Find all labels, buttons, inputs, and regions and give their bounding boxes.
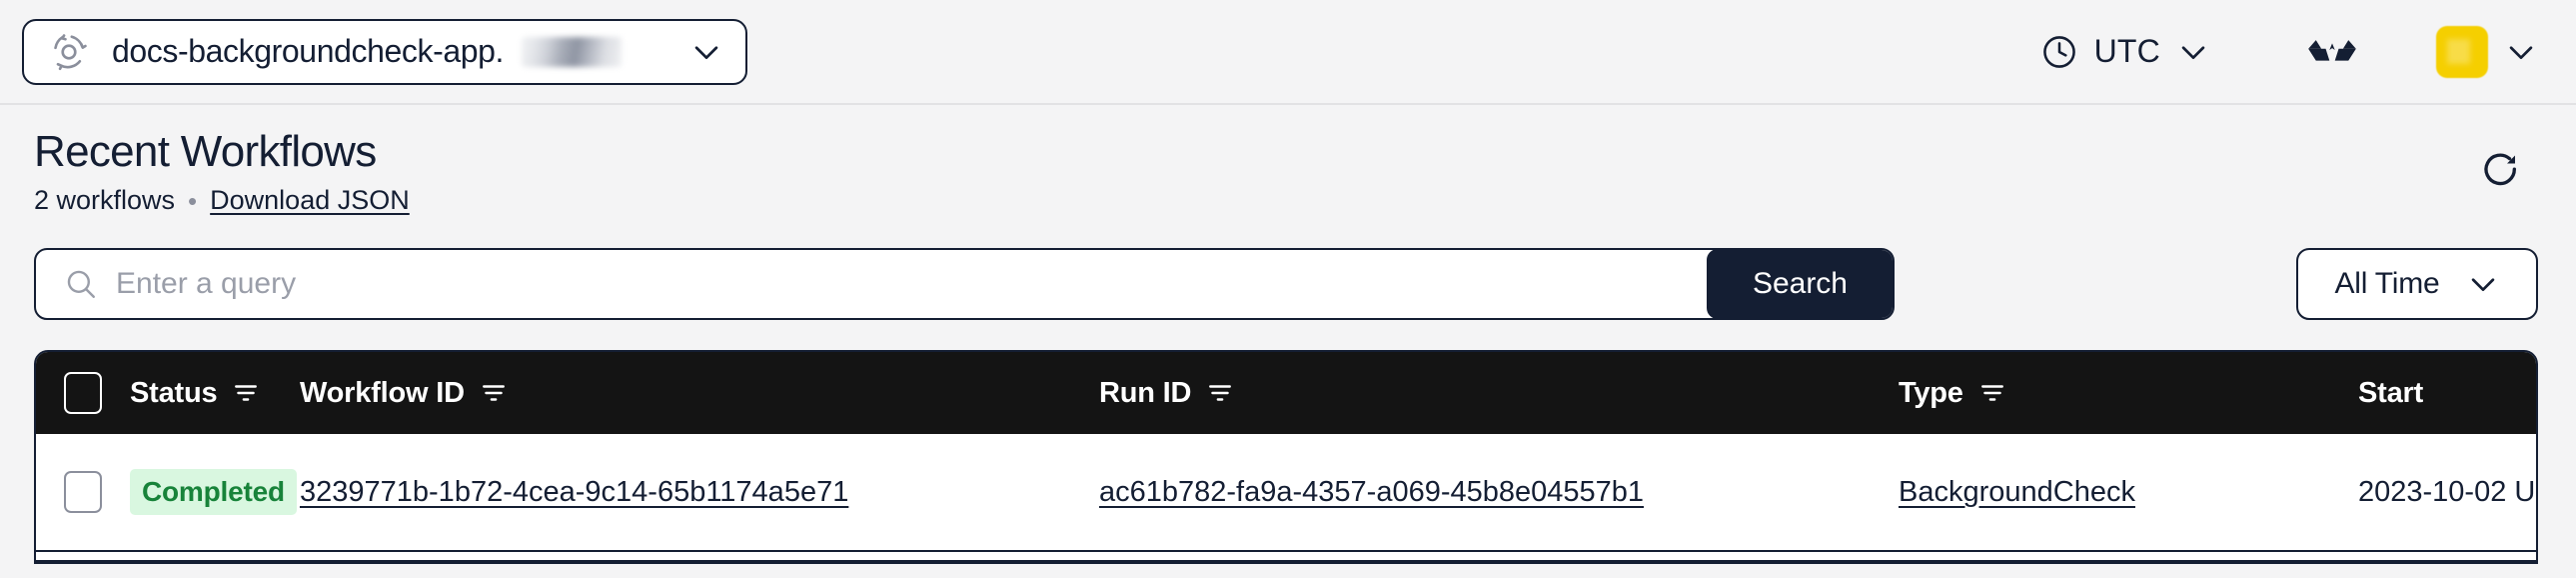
run-id-link[interactable]: ac61b782-fa9a-4357-a069-45b8e04557b1	[1099, 475, 1645, 508]
namespace-selector[interactable]: docs-backgroundcheck-app.	[22, 18, 748, 85]
namespace-recycle-icon	[48, 31, 90, 73]
cell-start: 2023-10-02 UT	[2358, 476, 2536, 509]
workflow-id-link[interactable]: 3239771b-1b72-4cea-9c14-65b1174a5e71	[300, 475, 849, 508]
page-header: Recent Workflows 2 workflows • Download …	[34, 105, 2538, 216]
labs-toggle-button[interactable]	[2286, 22, 2378, 82]
page-title: Recent Workflows	[34, 127, 377, 176]
search-icon	[64, 267, 98, 301]
status-badge: Completed	[130, 469, 297, 516]
cell-workflow-id: 3239771b-1b72-4cea-9c14-65b1174a5e71	[300, 476, 1099, 509]
filter-icon[interactable]	[481, 380, 507, 406]
select-all-cell	[36, 372, 130, 415]
search-row: Search All Time	[34, 248, 2538, 321]
page-subheader: 2 workflows • Download JSON	[34, 185, 2538, 216]
workflow-count: 2 workflows	[34, 185, 176, 216]
filter-icon[interactable]	[233, 380, 259, 406]
column-header-start: Start	[2358, 377, 2536, 410]
time-range-label: All Time	[2334, 267, 2440, 301]
column-label-status: Status	[130, 376, 218, 409]
timezone-label: UTC	[2093, 33, 2160, 69]
workflows-table: Status Workflow ID	[34, 350, 2538, 565]
column-label-workflow-id: Workflow ID	[300, 376, 465, 409]
cell-run-id: ac61b782-fa9a-4357-a069-45b8e04557b1	[1099, 476, 1899, 509]
chevron-down-icon	[2504, 35, 2538, 69]
namespace-redacted-suffix	[522, 36, 623, 67]
time-range-selector[interactable]: All Time	[2296, 248, 2538, 321]
top-bar-right-controls: UTC	[2026, 22, 2538, 82]
row-select-cell	[36, 471, 130, 514]
timezone-selector[interactable]: UTC	[2026, 23, 2224, 81]
column-header-type: Type	[1899, 377, 2358, 410]
glasses-icon	[2306, 35, 2358, 69]
column-header-workflow-id: Workflow ID	[300, 377, 1099, 410]
search-button[interactable]: Search	[1706, 250, 1893, 319]
separator-dot: •	[188, 185, 198, 216]
start-time: 2023-10-02 UT	[2358, 475, 2538, 508]
refresh-button[interactable]	[2474, 143, 2528, 197]
filter-icon[interactable]	[1979, 380, 2005, 406]
top-bar: docs-backgroundcheck-app. UTC	[0, 0, 2576, 105]
table-row-partial	[36, 552, 2536, 563]
chevron-down-icon	[2176, 35, 2210, 69]
namespace-name: docs-backgroundcheck-app.	[112, 33, 505, 69]
user-menu[interactable]	[2436, 25, 2538, 78]
column-header-run-id: Run ID	[1099, 377, 1899, 410]
avatar	[2436, 25, 2488, 78]
table-header-row: Status Workflow ID	[36, 352, 2536, 435]
cell-type: BackgroundCheck	[1899, 476, 2358, 509]
filter-icon[interactable]	[1207, 380, 1233, 406]
cell-status: Completed	[130, 469, 300, 516]
refresh-icon	[2481, 150, 2521, 190]
clock-icon	[2040, 33, 2078, 71]
select-all-checkbox[interactable]	[64, 372, 102, 415]
workflow-type-link[interactable]: BackgroundCheck	[1899, 475, 2135, 508]
column-label-run-id: Run ID	[1099, 376, 1192, 409]
column-label-start: Start	[2358, 376, 2424, 409]
download-json-link[interactable]: Download JSON	[210, 185, 410, 216]
column-header-status: Status	[130, 377, 300, 410]
chevron-down-icon	[2466, 267, 2500, 301]
page-body: Recent Workflows 2 workflows • Download …	[0, 105, 2576, 565]
search-input[interactable]	[116, 250, 1708, 319]
search-bar: Search	[34, 248, 1895, 321]
column-label-type: Type	[1899, 376, 1963, 409]
search-field[interactable]	[36, 250, 1708, 319]
table-row[interactable]: Completed 3239771b-1b72-4cea-9c14-65b117…	[36, 434, 2536, 553]
chevron-down-icon	[689, 35, 723, 69]
row-select-checkbox[interactable]	[64, 471, 102, 514]
